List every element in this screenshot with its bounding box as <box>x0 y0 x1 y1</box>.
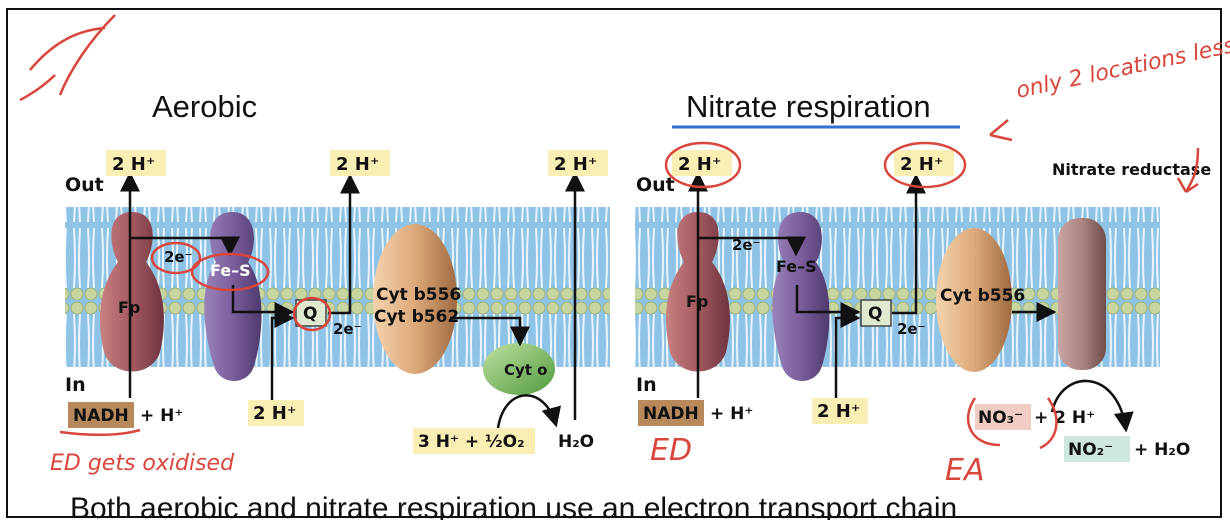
cross-mark <box>20 15 115 100</box>
nitrate-q-label: Q <box>868 304 882 324</box>
annotation-ea: EA <box>945 453 984 488</box>
nitrate-no2-plus: + H₂O <box>1134 440 1190 460</box>
nitrate-cyt-b556: Cyt b556 <box>940 286 1025 306</box>
arrow-note <box>990 120 1012 140</box>
aerobic-nadh: NADH <box>73 406 129 426</box>
nitrate-out-label: Out <box>636 174 675 196</box>
aerobic-title: Aerobic <box>152 89 257 124</box>
nitrate-fes-label: Fe–S <box>776 257 817 276</box>
underline-nadh <box>60 430 140 435</box>
nitrate-electrons-2: 2e⁻ <box>897 320 926 338</box>
nitrate-no3-plus: + 2 H⁺ <box>1034 408 1095 428</box>
nitrate-no2: NO₂⁻ <box>1068 440 1113 460</box>
aerobic-electrons-2: 2e⁻ <box>333 320 362 338</box>
annotation-pmf-note: only 2 locations less PMF <box>1014 22 1230 104</box>
nitrate-nadh: NADH <box>643 404 699 424</box>
aerobic-in-label: In <box>65 374 86 396</box>
nitrate-nadh-plus: + H⁺ <box>710 404 753 424</box>
nitrate-reductase-protein <box>1058 218 1106 370</box>
nitrate-electrons-1: 2e⁻ <box>732 236 761 254</box>
aerobic-water: H₂O <box>558 432 594 452</box>
aerobic-out-label: Out <box>65 174 104 196</box>
annotation-ed-left: ED gets oxidised <box>50 451 235 476</box>
aerobic-proton-top-2: 2 H⁺ <box>336 154 379 175</box>
aerobic-arrow-oxygen <box>498 395 556 428</box>
aerobic-cyt-b562: Cyt b562 <box>374 307 459 327</box>
caption: Both aerobic and nitrate respiration use… <box>70 492 957 520</box>
annotation-ed-right: ED <box>650 433 692 468</box>
aerobic-q-label: Q <box>303 304 317 324</box>
nitrate-fp-label: Fp <box>686 292 708 311</box>
aerobic-cyt-b556: Cyt b556 <box>376 285 461 305</box>
aerobic-proton-bottom: 2 H⁺ <box>253 403 296 424</box>
aerobic-proton-top-3: 2 H⁺ <box>554 154 597 175</box>
nitrate-title: Nitrate respiration <box>686 89 931 124</box>
nitrate-proton-top-2: 2 H⁺ <box>900 154 943 175</box>
nitrate-in-label: In <box>636 374 657 396</box>
nitrate-enzyme-label: Nitrate reductase <box>1052 160 1211 179</box>
nitrate-proton-top-1: 2 H⁺ <box>678 154 721 175</box>
aerobic-fp-label: Fp <box>118 298 140 317</box>
nitrate-no3: NO₃⁻ <box>978 408 1023 428</box>
nitrate-proton-bottom: 2 H⁺ <box>817 401 860 422</box>
aerobic-proton-top-1: 2 H⁺ <box>112 154 155 175</box>
aerobic-fes-label: Fe–S <box>210 261 251 280</box>
aerobic-electrons-1: 2e⁻ <box>164 248 193 266</box>
aerobic-oxygen: 3 H⁺ + ½O₂ <box>418 432 525 452</box>
aerobic-nadh-plus: + H⁺ <box>140 406 183 426</box>
aerobic-cyt-o-label: Cyt o <box>504 361 547 379</box>
